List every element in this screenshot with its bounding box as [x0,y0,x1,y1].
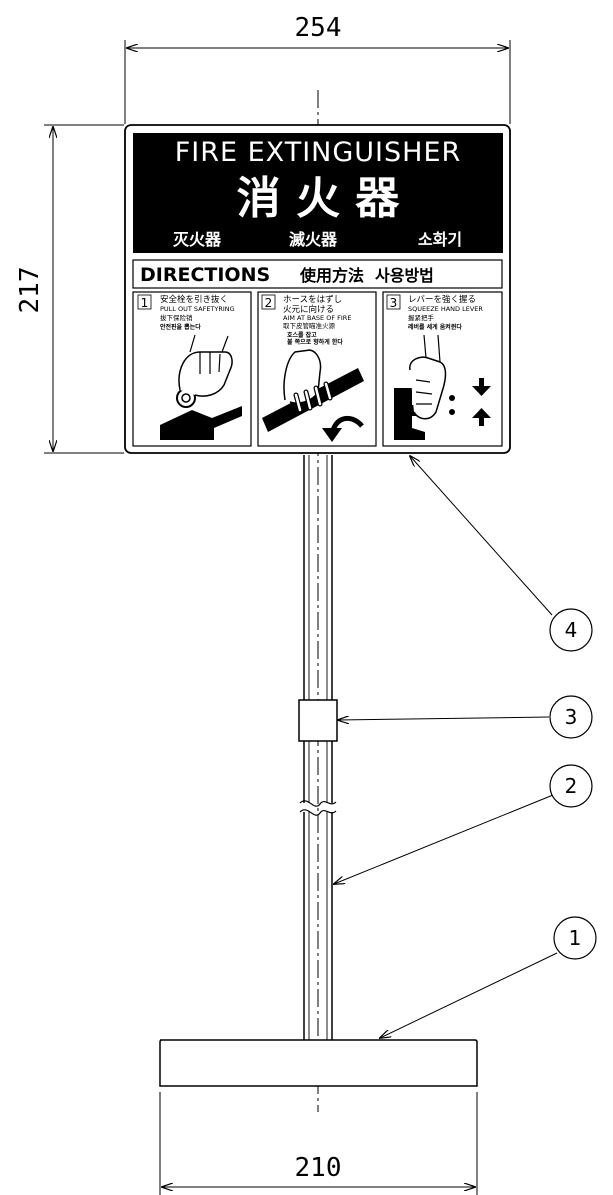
step-3-panel: 3 レバーを強く握る SQUEEZE HAND LEVER 握紧把手 레버를 세… [382,291,503,447]
step-3-zh: 握紧把手 [408,313,435,322]
hand-holding-hose-icon [262,349,364,432]
directions-label: DIRECTIONS [140,264,270,286]
step-2-en: AIM AT BASE OF FIRE [283,314,351,322]
directions-ja: 使用方法 [299,266,364,285]
width-dimension-label: 254 [295,13,342,43]
base-width-dimension-label: 210 [295,1153,342,1183]
leader-lines [334,456,558,1038]
step-2-ko: 호스를 잡고 [287,331,317,339]
callout-2-label: 2 [565,774,578,798]
step-3-ko: 레버를 세게 움켜쥔다 [408,323,462,331]
callout-4: 4 [549,608,593,652]
sign-title: FIRE EXTINGUISHER [175,137,462,168]
step-1-ja: 安全栓を引き抜く [160,294,228,305]
step-1-zh: 拔下保险销 [160,313,193,322]
base [159,1039,478,1087]
step-2-ja2: 火元に向ける [283,304,334,315]
step-1-number: 1 [141,296,149,310]
step-2-ja: ホースをはずし [283,294,342,305]
arrow-up-icon [472,408,491,426]
width-dimension: 254 [124,13,511,124]
directions-bar [132,259,503,289]
curved-arrow-icon [322,415,364,442]
callout-3: 3 [549,695,593,739]
height-dimension: 217 [15,124,124,454]
step-3-number: 3 [390,296,398,310]
step-2-zh: 取下皮管瞄准火源 [283,321,336,330]
step-1-ko: 안전핀을 뽑는다 [160,323,201,331]
hand-squeezing-lever-icon [394,334,455,440]
sign-big-label: 消 火 器 [237,173,401,224]
step-2-ko2: 불 쪽으로 향하게 한다 [287,338,343,346]
sign-sub-label-1: 灭火器 [172,230,222,249]
arrow-down-icon [472,378,491,396]
step-1-en: PULL OUT SAFETYRING [160,305,235,313]
height-dimension-label: 217 [15,267,45,314]
step-2-panel: 2 ホースをはずし 火元に向ける AIM AT BASE OF FIRE 取下皮… [257,291,377,447]
step-3-ja: レバーを強く握る [408,294,476,305]
hand-pulling-pin-icon [160,334,242,440]
callout-1-label: 1 [569,926,582,950]
callout-3-label: 3 [565,705,578,729]
collar [298,699,338,742]
step-1-panel: 1 安全栓を引き抜く PULL OUT SAFETYRING 拔下保险销 안전핀… [132,291,252,447]
base-width-dimension: 210 [159,1092,478,1195]
callout-4-label: 4 [565,618,578,642]
step-2-number: 2 [265,296,273,310]
sign-header [133,133,503,253]
sign-sub-label-3: 소화기 [418,230,462,249]
step-3-en: SQUEEZE HAND LEVER [408,305,483,313]
callout-1: 1 [553,916,597,960]
sign-panel: FIRE EXTINGUISHER 消 火 器 灭火器 滅火器 소화기 DIRE… [124,124,511,454]
sign-sub-label-2: 滅火器 [289,230,338,249]
callout-2: 2 [549,764,593,808]
pole [299,455,337,1040]
directions-ko: 사용방법 [375,266,434,285]
